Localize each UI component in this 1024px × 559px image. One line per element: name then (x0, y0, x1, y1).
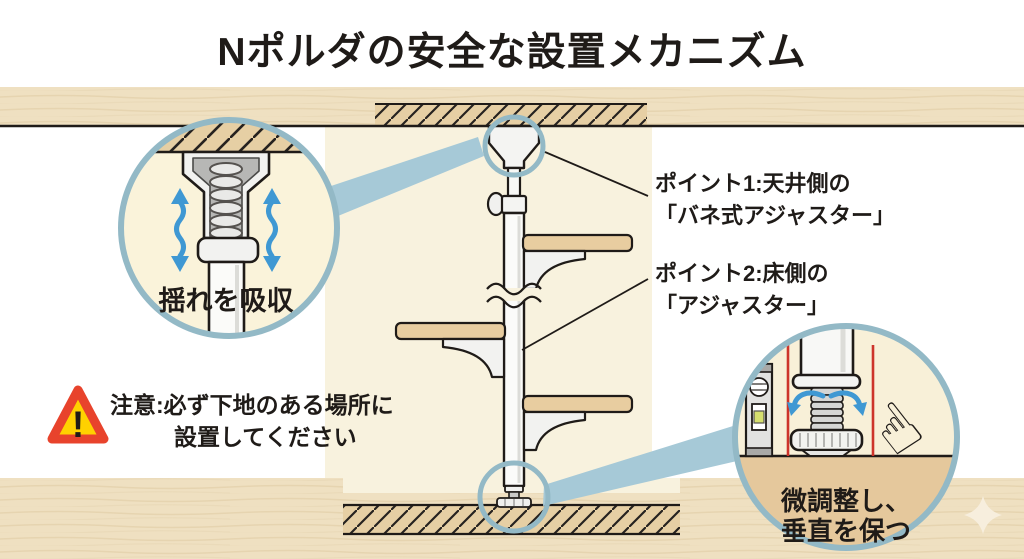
point2-label-line1: ポイント2:床側の (655, 261, 829, 286)
shelf-right-lower (521, 394, 634, 452)
shake-arrow-right (263, 188, 281, 272)
adjuster-callout-label-line1: 微調整し、 (780, 486, 911, 516)
warning-exclamation: ! (72, 404, 84, 445)
pole-clamp (500, 194, 528, 215)
spring-absorber (181, 150, 271, 336)
spring-coil (209, 162, 243, 240)
adjuster-screw (789, 326, 864, 457)
callout-circle-spring (118, 117, 340, 339)
point1-label-line1: ポイント1:天井側の (655, 171, 851, 196)
sparkle-icon (964, 496, 1002, 534)
warning-text-line1: 注意:必ず下地のある場所に (110, 392, 394, 418)
point1-label-line2: 「バネ式アジャスター」 (655, 203, 896, 228)
shelf-left (394, 321, 507, 379)
shake-arrow-left (171, 188, 189, 272)
page-title: Nポルダの安全な設置メカニズム (217, 31, 807, 74)
ceiling-band (0, 87, 1024, 128)
point2-label-line2: 「アジャスター」 (655, 293, 830, 318)
warning-triangle-icon: ! (47, 385, 109, 445)
warning-text-line2: 設置してください (174, 424, 357, 450)
zoom-wedge-top (331, 137, 484, 216)
rotate-arrow-right (828, 390, 867, 416)
zoom-wedge-bottom (543, 426, 737, 506)
callout-line-point2 (521, 278, 649, 351)
callout-line-point1 (544, 151, 649, 197)
highlight-ring-top (482, 114, 546, 178)
spring-callout-label: 揺れを吸収 (158, 286, 294, 316)
pole-break-mark (486, 282, 542, 309)
adjuster-callout-label-line2: 垂直を保つ (780, 516, 911, 546)
pole-shaft (502, 211, 526, 488)
pole-foot-adjuster (496, 485, 532, 508)
shelf-right-upper (521, 233, 634, 291)
rotate-arrow-left (787, 390, 826, 416)
highlight-ring-bottom (477, 460, 551, 534)
tension-pole (394, 124, 634, 508)
callout-circle-adjuster: ☝ (732, 323, 960, 551)
